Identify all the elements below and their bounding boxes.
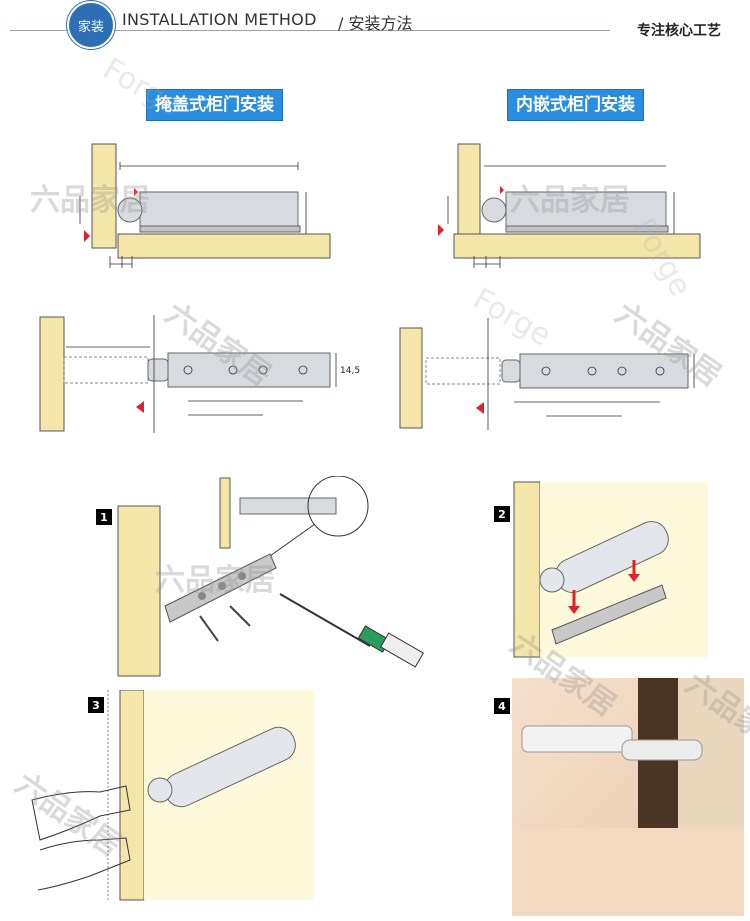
header-subtitle: / 安装方法 xyxy=(338,14,413,33)
step-2-badge: 2 xyxy=(494,506,510,522)
header-divider xyxy=(10,30,610,31)
inset-plunger xyxy=(481,197,507,223)
push-latch xyxy=(521,725,633,753)
overlay-red-marker xyxy=(84,230,90,242)
overlay-shelf xyxy=(117,233,331,259)
header-title: INSTALLATION METHOD xyxy=(122,10,317,29)
overlay-door-title: 掩盖式柜门安装 xyxy=(146,89,283,121)
inset-side-marker xyxy=(476,402,484,414)
height-dimension-label: 14,5 xyxy=(340,366,361,376)
step-2-illustration xyxy=(513,481,708,658)
overlay-door-panel xyxy=(91,143,117,249)
overlay-side-view xyxy=(39,315,337,433)
inset-mount-diagram xyxy=(438,143,701,268)
overlay-screw-holes xyxy=(183,365,308,375)
inset-bracket xyxy=(505,225,669,233)
inset-side-body xyxy=(519,353,689,389)
step-2-bracket xyxy=(551,584,667,645)
inset-screw-holes xyxy=(541,366,665,376)
step-1-illustration xyxy=(117,476,425,677)
inset-side-view xyxy=(399,318,695,430)
step-1-badge: 1 xyxy=(96,509,112,525)
inset-door-title: 内嵌式柜门安装 xyxy=(507,89,644,121)
overlay-side-body xyxy=(167,352,331,388)
step-4-photo xyxy=(512,678,744,916)
overlay-plunger xyxy=(117,197,143,223)
overlay-bracket xyxy=(139,225,301,233)
inset-housing xyxy=(505,191,667,229)
header-tagline: 专注核心工艺 xyxy=(637,23,721,39)
inset-side-door xyxy=(399,327,423,429)
inset-red-marker xyxy=(438,224,444,236)
header-badge: 家装 xyxy=(67,1,115,49)
step-3-illustration xyxy=(31,690,314,901)
inset-shelf xyxy=(453,233,701,259)
overlay-side-marker xyxy=(136,401,144,413)
overlay-mount-diagram xyxy=(79,143,331,268)
overlay-side-door xyxy=(39,316,65,432)
inset-door-panel xyxy=(457,143,481,237)
hand-drawing xyxy=(31,785,131,841)
step-4-badge: 4 xyxy=(494,698,510,714)
overlay-red-small xyxy=(134,188,138,196)
inset-red-small xyxy=(500,186,504,194)
step-3-badge: 3 xyxy=(88,697,104,713)
overlay-housing xyxy=(139,191,299,229)
